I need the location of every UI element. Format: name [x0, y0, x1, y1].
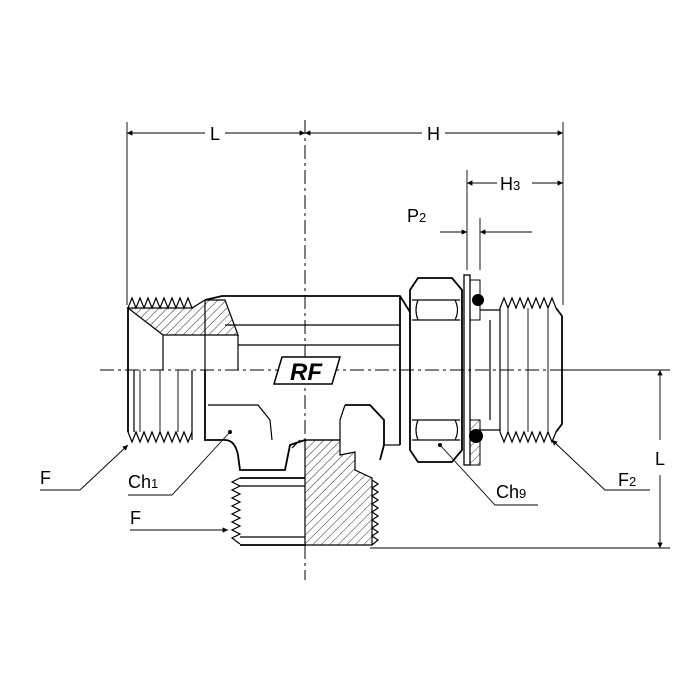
label-f-bottom: F: [130, 508, 141, 528]
hex-nut: [409, 277, 463, 463]
rf-logo: RF: [272, 356, 342, 386]
label-h3: H3: [500, 174, 520, 194]
tee-body: [204, 295, 411, 471]
label-l-right: L: [655, 449, 665, 469]
label-ch1: Ch1: [128, 472, 158, 492]
label-f2: F2: [618, 470, 636, 490]
right-thread: [480, 296, 563, 444]
label-p2: P2: [407, 206, 426, 226]
rf-logo-text: RF: [290, 359, 323, 386]
bottom-thread: [230, 439, 380, 546]
dimension-labels: L H H3 P2 F Ch1 F Ch9 F2 L: [40, 124, 665, 528]
label-ch9: Ch9: [496, 482, 526, 502]
label-f-left: F: [40, 468, 51, 488]
label-h: H: [427, 124, 440, 144]
seal-ring: [463, 274, 484, 466]
left-thread: [126, 296, 239, 444]
extension-lines: [126, 122, 670, 549]
leader-lines: [40, 430, 650, 533]
label-l-top: L: [210, 124, 220, 144]
dimension-lines: [127, 130, 663, 548]
